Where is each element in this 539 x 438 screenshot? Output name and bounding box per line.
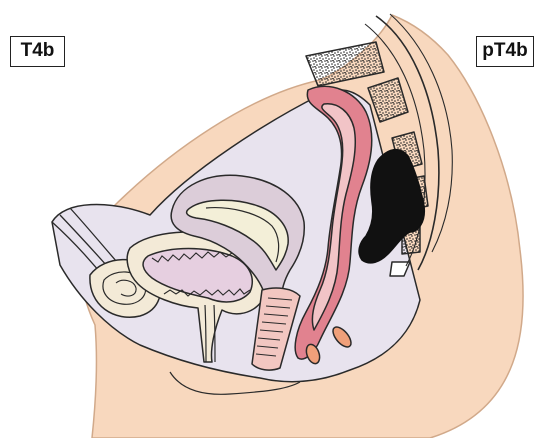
stage-label-clinical: T4b	[10, 36, 65, 67]
stage-label-pathological: pT4b	[476, 36, 534, 67]
